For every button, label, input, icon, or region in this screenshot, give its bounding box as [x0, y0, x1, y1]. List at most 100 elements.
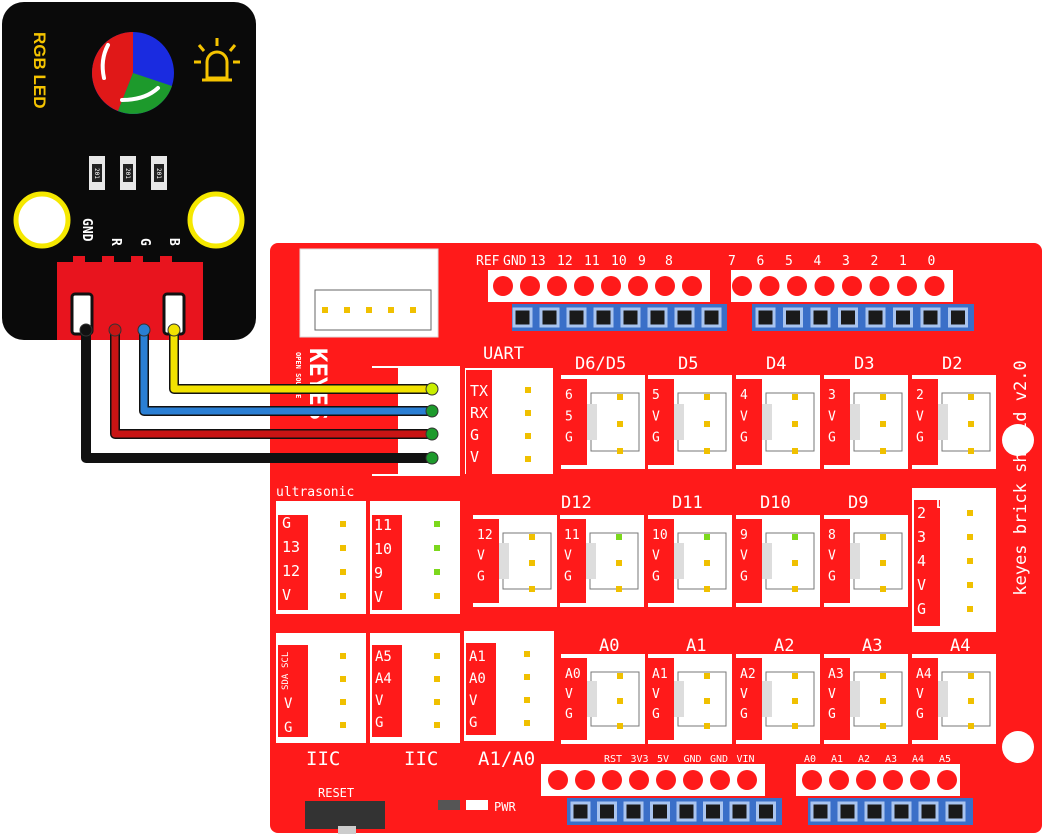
pin-label-r: R: [108, 238, 123, 246]
side-pin-label: 2: [917, 504, 926, 522]
pin-label-b: B: [166, 238, 181, 246]
connector-pin: [616, 534, 622, 540]
wire-start-cap: [108, 323, 122, 337]
ultrasonic-title: ultrasonic: [276, 485, 354, 500]
connector-pin-label: 11: [564, 528, 580, 543]
female-header-pin: [837, 801, 858, 822]
port-title: D2: [942, 354, 962, 374]
header-label: 12: [557, 254, 573, 269]
header-hole: [602, 770, 622, 790]
connector-pin: [792, 698, 798, 704]
analog-label: A1: [831, 754, 843, 765]
connector-pin: [525, 456, 531, 462]
connector-pin-label: 5: [565, 409, 573, 424]
connector-pin-label: V: [828, 409, 836, 424]
port-title: A0: [599, 636, 619, 656]
connector-pin-label: A2: [740, 667, 756, 682]
female-header-pin: [945, 801, 966, 822]
header-hole: [910, 770, 930, 790]
connector-pin: [792, 394, 798, 400]
header-hole: [883, 770, 903, 790]
connector-pin-label: G: [652, 431, 660, 446]
iic-1-pin-label: G: [284, 720, 292, 736]
connector-pin: [968, 448, 974, 454]
connector-pin: [616, 560, 622, 566]
female-header-pin: [597, 801, 617, 822]
port-title: D11: [672, 493, 703, 513]
connector-pin: [792, 448, 798, 454]
female-header-pin: [920, 307, 941, 328]
rgb-led-icon: [92, 32, 174, 114]
connector-pin: [344, 307, 350, 313]
header-hole: [656, 770, 676, 790]
a1-a0-pin-label: A1: [469, 649, 486, 665]
iic-1-pin-label: SDA: [281, 673, 291, 690]
iic-2-pin-label: A4: [375, 671, 392, 687]
wire-end-cap: [425, 451, 439, 465]
module-connector: [57, 256, 203, 340]
wire-end-cap: [425, 427, 439, 441]
connector-pin: [434, 699, 440, 705]
connector-pin-label: G: [828, 569, 836, 584]
connector-pin: [340, 653, 346, 659]
connector-pin-label: 2: [916, 388, 924, 403]
header-hole: [787, 276, 807, 296]
female-header-pin: [948, 307, 968, 328]
connector-pin: [529, 560, 535, 566]
connector-pin-label: V: [740, 409, 748, 424]
header-hole: [842, 276, 862, 296]
connector-pin: [529, 586, 535, 592]
female-header-pin: [891, 801, 912, 822]
connector-pin-label: 9: [740, 528, 748, 543]
connector-pin: [880, 673, 886, 679]
header-hole: [737, 770, 757, 790]
wire-end-cap: [425, 404, 439, 418]
connector-pin: [529, 534, 535, 540]
wires: [79, 323, 439, 465]
connector-pin-label: V: [916, 409, 924, 424]
connector-pin-label: V: [652, 549, 660, 564]
connector-pin-label: G: [565, 431, 573, 446]
rgb-led-module: RGB LED 201: [2, 2, 256, 340]
header-label: 6: [757, 254, 765, 269]
connector-pin: [616, 586, 622, 592]
wire-start-cap: [79, 323, 93, 337]
connector-pin-label: V: [565, 687, 573, 702]
connector-pin-label: 12: [477, 528, 493, 543]
connector-pin: [524, 651, 530, 657]
side-pin-label: 3: [917, 528, 926, 546]
connector-pin: [434, 676, 440, 682]
header-hole: [869, 276, 890, 296]
port-title: D4: [766, 354, 786, 374]
female-header-pin: [893, 307, 913, 328]
connector-pin: [704, 673, 710, 679]
iic-1-pin-label: SCL: [281, 652, 291, 668]
connector-pin-label: V: [828, 687, 836, 702]
port-title: A4: [950, 636, 970, 656]
pwr-led-body: [438, 800, 460, 810]
female-header-pin: [623, 801, 644, 822]
header-hole: [802, 770, 822, 790]
iic-1-title: IIC: [306, 748, 340, 770]
pwr-label: PWR: [494, 800, 516, 814]
connector-pin-label: A1: [652, 667, 668, 682]
wire-b: [170, 330, 432, 393]
top-connector-label: 7: [364, 260, 372, 276]
header-hole: [574, 276, 594, 296]
rgb-pin-label: 10: [374, 540, 392, 558]
header-hole: [629, 770, 649, 790]
female-header-pin: [701, 307, 722, 328]
header-hole: [548, 770, 568, 790]
header-label: 11: [584, 254, 600, 269]
connector-pin: [967, 606, 973, 612]
connector-pin: [524, 720, 530, 726]
connector-pin: [434, 722, 440, 728]
iic-2-pin-label: A5: [375, 649, 392, 665]
connector-pin: [880, 534, 886, 540]
connector-pin: [792, 560, 798, 566]
reset-button[interactable]: [305, 801, 385, 829]
header-label: REF: [476, 254, 500, 269]
header-hole: [682, 276, 702, 296]
header-hole: [856, 770, 876, 790]
female-header-pin: [593, 307, 614, 328]
